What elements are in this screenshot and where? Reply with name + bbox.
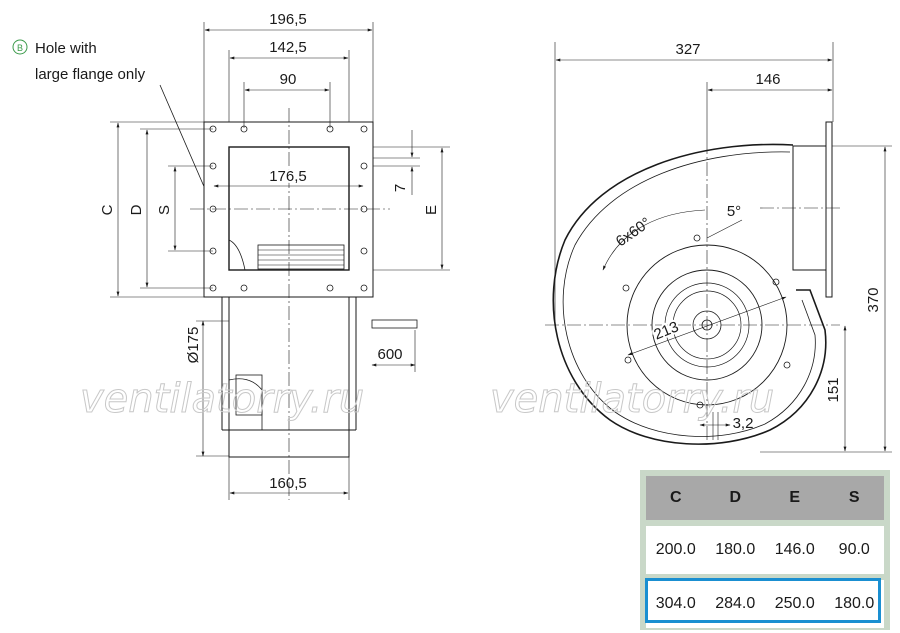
dim-center-height: 151 [825,377,842,402]
side-view [545,42,892,453]
note-line-2: large flange only [35,66,146,83]
dim-outer-width: 196,5 [269,11,307,28]
flange-note: B Hole with large flange only [12,39,213,206]
header-S: S [824,476,884,520]
dim-hole: 3,2 [733,415,754,432]
dim-D: D [128,204,145,215]
dimension-table: C D E S 200.0 180.0 146.0 90.0 304.0 284… [646,476,884,628]
dim-E: E [423,205,440,215]
dim-outlet-offset: 146 [755,71,780,88]
cell-D: 284.0 [705,580,765,628]
dim-angle: 5° [727,203,741,220]
note-badge-circle [12,39,28,55]
dim-S: S [156,205,173,215]
cell-D: 180.0 [705,526,765,574]
cell-C: 200.0 [646,526,706,574]
header-D: D [705,476,765,520]
dim-hole-span: 142,5 [269,39,307,56]
front-view [110,22,450,500]
cell-S: 180.0 [824,580,884,628]
dim-opening-width: 176,5 [269,168,307,185]
table-row-selected[interactable]: 304.0 284.0 250.0 180.0 [646,580,884,628]
watermark-left: ventilatorry.ru [80,376,364,422]
dim-cable-length: 600 [377,346,402,363]
volute-housing [552,143,827,445]
cell-C: 304.0 [646,580,706,628]
dim-C: C [99,204,116,215]
dim-offset: 7 [392,184,409,192]
cell-E: 250.0 [765,580,825,628]
dim-inner-span: 90 [280,71,297,88]
table-header-row: C D E S [646,476,884,520]
header-C: C [646,476,706,520]
note-line-1: Hole with [35,40,97,57]
dim-base-width: 160,5 [269,475,307,492]
cell-S: 90.0 [824,526,884,574]
watermark-right: ventilatorry.ru [490,376,774,422]
header-E: E [765,476,825,520]
note-badge-letter: B [17,43,23,53]
flange-plate [203,121,374,298]
table-row[interactable]: 200.0 180.0 146.0 90.0 [646,526,884,574]
cell-E: 146.0 [765,526,825,574]
dim-overall-height: 370 [865,287,882,312]
dim-bolt-pattern: 6x60° [613,214,654,250]
dim-overall-width: 327 [675,41,700,58]
dim-diameter: Ø175 [185,327,202,364]
